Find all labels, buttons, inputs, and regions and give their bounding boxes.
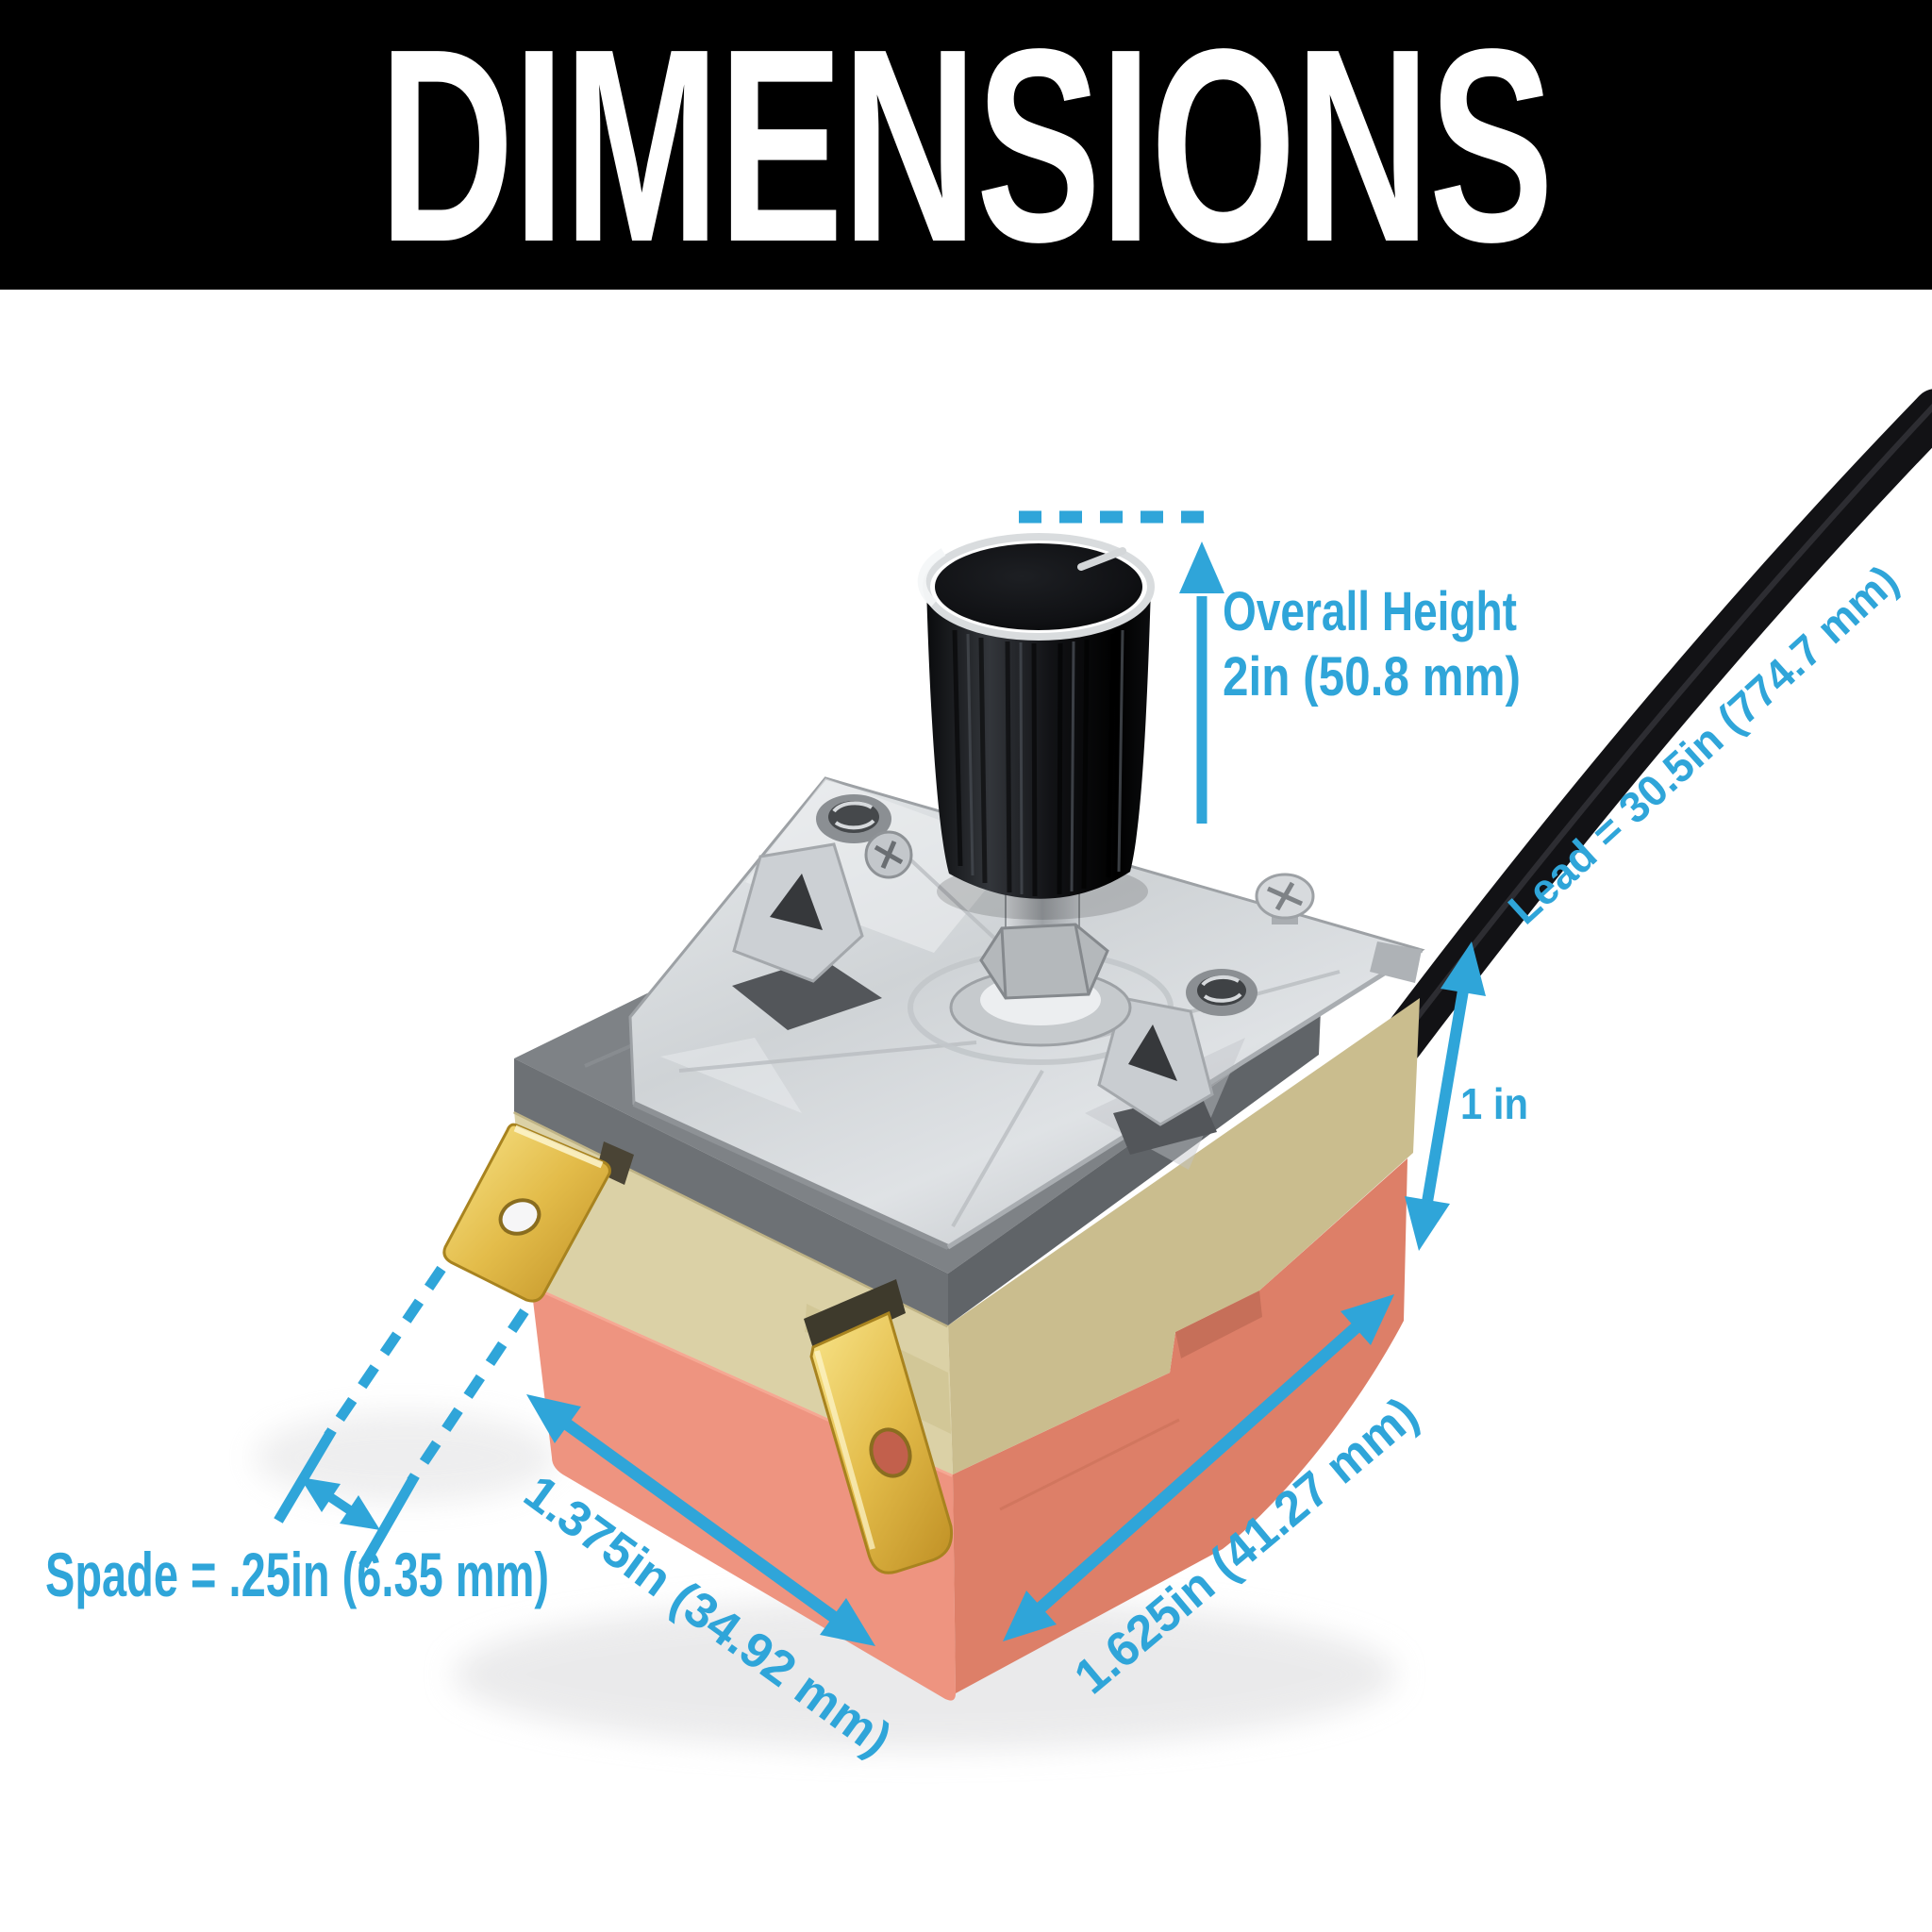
body-height-dimension: 1 in bbox=[1405, 941, 1528, 1251]
banner: DIMENSIONS bbox=[0, 0, 1932, 290]
shaft-assembly bbox=[949, 869, 1132, 1047]
overall-height-label: Overall Height 2in (50.8 mm) bbox=[1223, 581, 1532, 708]
knob-indicator-mark bbox=[1077, 547, 1126, 571]
spade-arrow-shaft bbox=[327, 1492, 353, 1515]
lead-cable bbox=[1378, 389, 1932, 1065]
control-knob bbox=[917, 533, 1155, 920]
spade-extension-a bbox=[274, 1427, 337, 1524]
spade-extension-b bbox=[358, 1473, 420, 1569]
side-depth-arrow-shaft bbox=[1033, 1321, 1363, 1615]
overall-height-dimension: Overall Height 2in (50.8 mm) bbox=[1019, 510, 1532, 824]
front-width-arrowhead-left-icon bbox=[526, 1394, 581, 1443]
side-depth-arrowhead-upper-icon bbox=[1341, 1294, 1394, 1345]
terminal-hole-left bbox=[498, 1198, 541, 1236]
spade-leader-dashed-b bbox=[407, 1307, 529, 1485]
front-width-arrowhead-right-icon bbox=[820, 1598, 875, 1646]
spade-arrowhead-left-icon bbox=[300, 1477, 341, 1512]
bracket-tab-left bbox=[732, 842, 882, 1030]
lead-length-dimension: Lead = 30.5in (774.7 mm) bbox=[1499, 556, 1907, 934]
overall-height-arrowhead-icon bbox=[1179, 541, 1224, 593]
screw-left bbox=[864, 830, 913, 879]
body-height-arrowhead-top-icon bbox=[1441, 941, 1486, 996]
lead-length-label: Lead = 30.5in (774.7 mm) bbox=[1499, 556, 1907, 934]
spade-width-dimension: Spade = .25in (6.35 mm) bbox=[45, 1265, 549, 1609]
body-height-label: 1 in bbox=[1460, 1079, 1528, 1128]
front-width-arrow-shaft bbox=[562, 1418, 839, 1624]
threaded-hole-right bbox=[1186, 969, 1257, 1016]
knob-knurling bbox=[952, 629, 1116, 897]
spade-arrowhead-right-icon bbox=[340, 1495, 380, 1530]
screw-right bbox=[1255, 873, 1315, 924]
threaded-hole-left bbox=[816, 794, 891, 843]
bracket-tab-right bbox=[1097, 996, 1217, 1155]
page-title: DIMENSIONS bbox=[378, 0, 1554, 299]
device-illustration bbox=[255, 389, 1932, 1750]
spade-width-label: Spade = .25in (6.35 mm) bbox=[45, 1540, 549, 1609]
knob-knurl-highlights bbox=[966, 629, 1124, 895]
side-depth-arrowhead-lower-icon bbox=[1003, 1591, 1057, 1641]
body-height-arrowhead-bottom-icon bbox=[1405, 1196, 1450, 1251]
terminal-hole-front bbox=[869, 1427, 912, 1478]
spade-terminal-left bbox=[442, 1123, 634, 1303]
spade-terminal-front bbox=[804, 1279, 954, 1574]
body-height-arrow-shaft bbox=[1422, 989, 1469, 1204]
spade-leader-dashed-a bbox=[324, 1265, 446, 1440]
